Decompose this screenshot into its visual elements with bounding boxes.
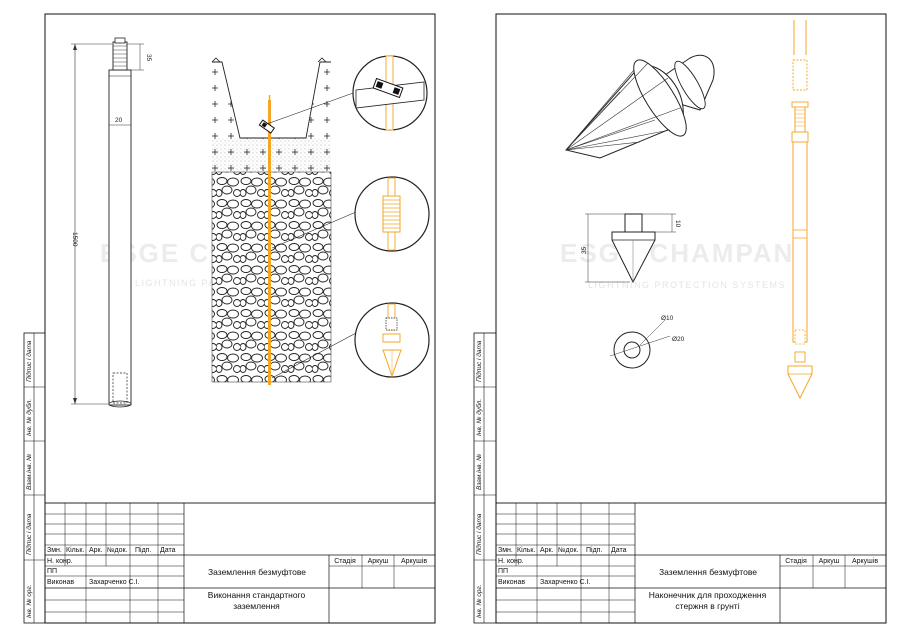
project-title-left: Заземлення безмуфтове — [208, 567, 306, 577]
svg-text:Кільк.: Кільк. — [517, 546, 535, 554]
tip-top-view: Ø10 Ø20 — [609, 315, 685, 369]
svg-text:Захарченко С.І.: Захарченко С.І. — [89, 579, 140, 586]
dim-length: 1500 — [71, 232, 78, 247]
svg-text:Аркушів: Аркушів — [852, 557, 878, 565]
rod-in-soil — [268, 100, 271, 385]
detail-clamp — [352, 55, 428, 131]
svg-text:Арк.: Арк. — [89, 547, 103, 554]
title-block-right: Змн. Кільк. Арк. №док. Підп. Дата Н. кон… — [495, 502, 887, 624]
svg-text:Дата: Дата — [611, 547, 627, 554]
side-label-3: Взам.інв. № — [475, 454, 483, 490]
title-block-left: Змн. Кільк. Арк. №док. Підп. Дата Н. кон… — [44, 502, 436, 624]
svg-text:Дата: Дата — [160, 547, 176, 554]
dim-thread: 35 — [145, 54, 152, 62]
side-label-5: Інв. № орг. — [476, 584, 483, 618]
side-label-4: Підпис і дата — [475, 513, 483, 555]
side-label-4: Підпис і дата — [25, 513, 33, 555]
side-label-1: Підпис і дата — [475, 340, 483, 382]
detail-tip — [354, 302, 430, 378]
sheet-left: Підпис і дата Інв. № дубл. Взам.інв. № П… — [23, 13, 436, 624]
side-label-1: Підпис і дата — [25, 340, 33, 382]
svg-text:№док.: №док. — [558, 547, 579, 554]
svg-text:Захарченко С.І.: Захарченко С.І. — [540, 579, 591, 586]
svg-text:Н. конр.: Н. конр. — [47, 558, 73, 565]
watermark-right: ESGE CHAMPAN LIGHTNING PROTECTION SYSTEM… — [560, 238, 794, 290]
project-title-right: Заземлення безмуфтове — [659, 567, 757, 577]
side-label-2: Інв. № дубл. — [25, 399, 33, 436]
side-label-5: Інв. № орг. — [26, 584, 33, 618]
dim-neck: 10 — [674, 220, 681, 228]
svg-text:Підп.: Підп. — [135, 546, 151, 554]
tip-3d-view — [565, 54, 715, 159]
sheet-right: Підпис і дата Інв. № дубл. Взам.інв. № П… — [473, 13, 887, 624]
detail-coupling — [354, 176, 430, 252]
dim-diameter: 20 — [115, 117, 123, 124]
svg-text:ПП: ПП — [47, 568, 57, 575]
svg-text:Виконав: Виконав — [498, 579, 525, 586]
svg-text:Змн.: Змн. — [47, 547, 62, 554]
side-label-2: Інв. № дубл. — [475, 399, 483, 436]
svg-text:LIGHTNING PROTECTION SYSTEMS: LIGHTNING PROTECTION SYSTEMS — [588, 280, 786, 290]
side-label-3: Взам.інв. № — [25, 454, 33, 490]
svg-text:Виконав: Виконав — [47, 579, 74, 586]
ground-rod-drawing: 1500 20 35 — [71, 37, 152, 408]
dim-inner-diameter: Ø10 — [661, 315, 674, 322]
svg-text:Стадія: Стадія — [785, 557, 807, 565]
svg-text:Аркуш: Аркуш — [368, 558, 389, 565]
drawing-name-right: Наконечник для проходження стержня в гру… — [648, 590, 767, 611]
svg-text:ПП: ПП — [498, 568, 508, 575]
dim-outer-diameter: Ø20 — [672, 336, 685, 343]
sheet-right-frame — [495, 13, 887, 624]
svg-text:Стадія: Стадія — [334, 557, 356, 565]
svg-text:Н. конр.: Н. конр. — [498, 558, 524, 565]
svg-text:ESGE CHAMPAN: ESGE CHAMPAN — [560, 238, 794, 268]
svg-text:№док.: №док. — [107, 547, 128, 554]
svg-text:Аркушів: Аркушів — [401, 557, 427, 565]
svg-text:Підп.: Підп. — [586, 546, 602, 554]
drawing-name-left: Виконання стандартного заземлення — [207, 590, 306, 611]
dim-height: 35 — [581, 246, 588, 254]
svg-text:Аркуш: Аркуш — [819, 558, 840, 565]
soil-section — [211, 57, 357, 385]
svg-text:Арк.: Арк. — [540, 547, 554, 554]
svg-text:Кільк.: Кільк. — [66, 546, 84, 554]
svg-text:Змн.: Змн. — [498, 547, 513, 554]
sheet-left-side-strip: Підпис і дата Інв. № дубл. Взам.інв. № П… — [23, 332, 46, 624]
tip-side-view: 35 10 — [581, 213, 681, 284]
rod-assembly — [787, 20, 813, 400]
sheet-right-side-strip: Підпис і дата Інв. № дубл. Взам.інв. № П… — [473, 332, 497, 624]
